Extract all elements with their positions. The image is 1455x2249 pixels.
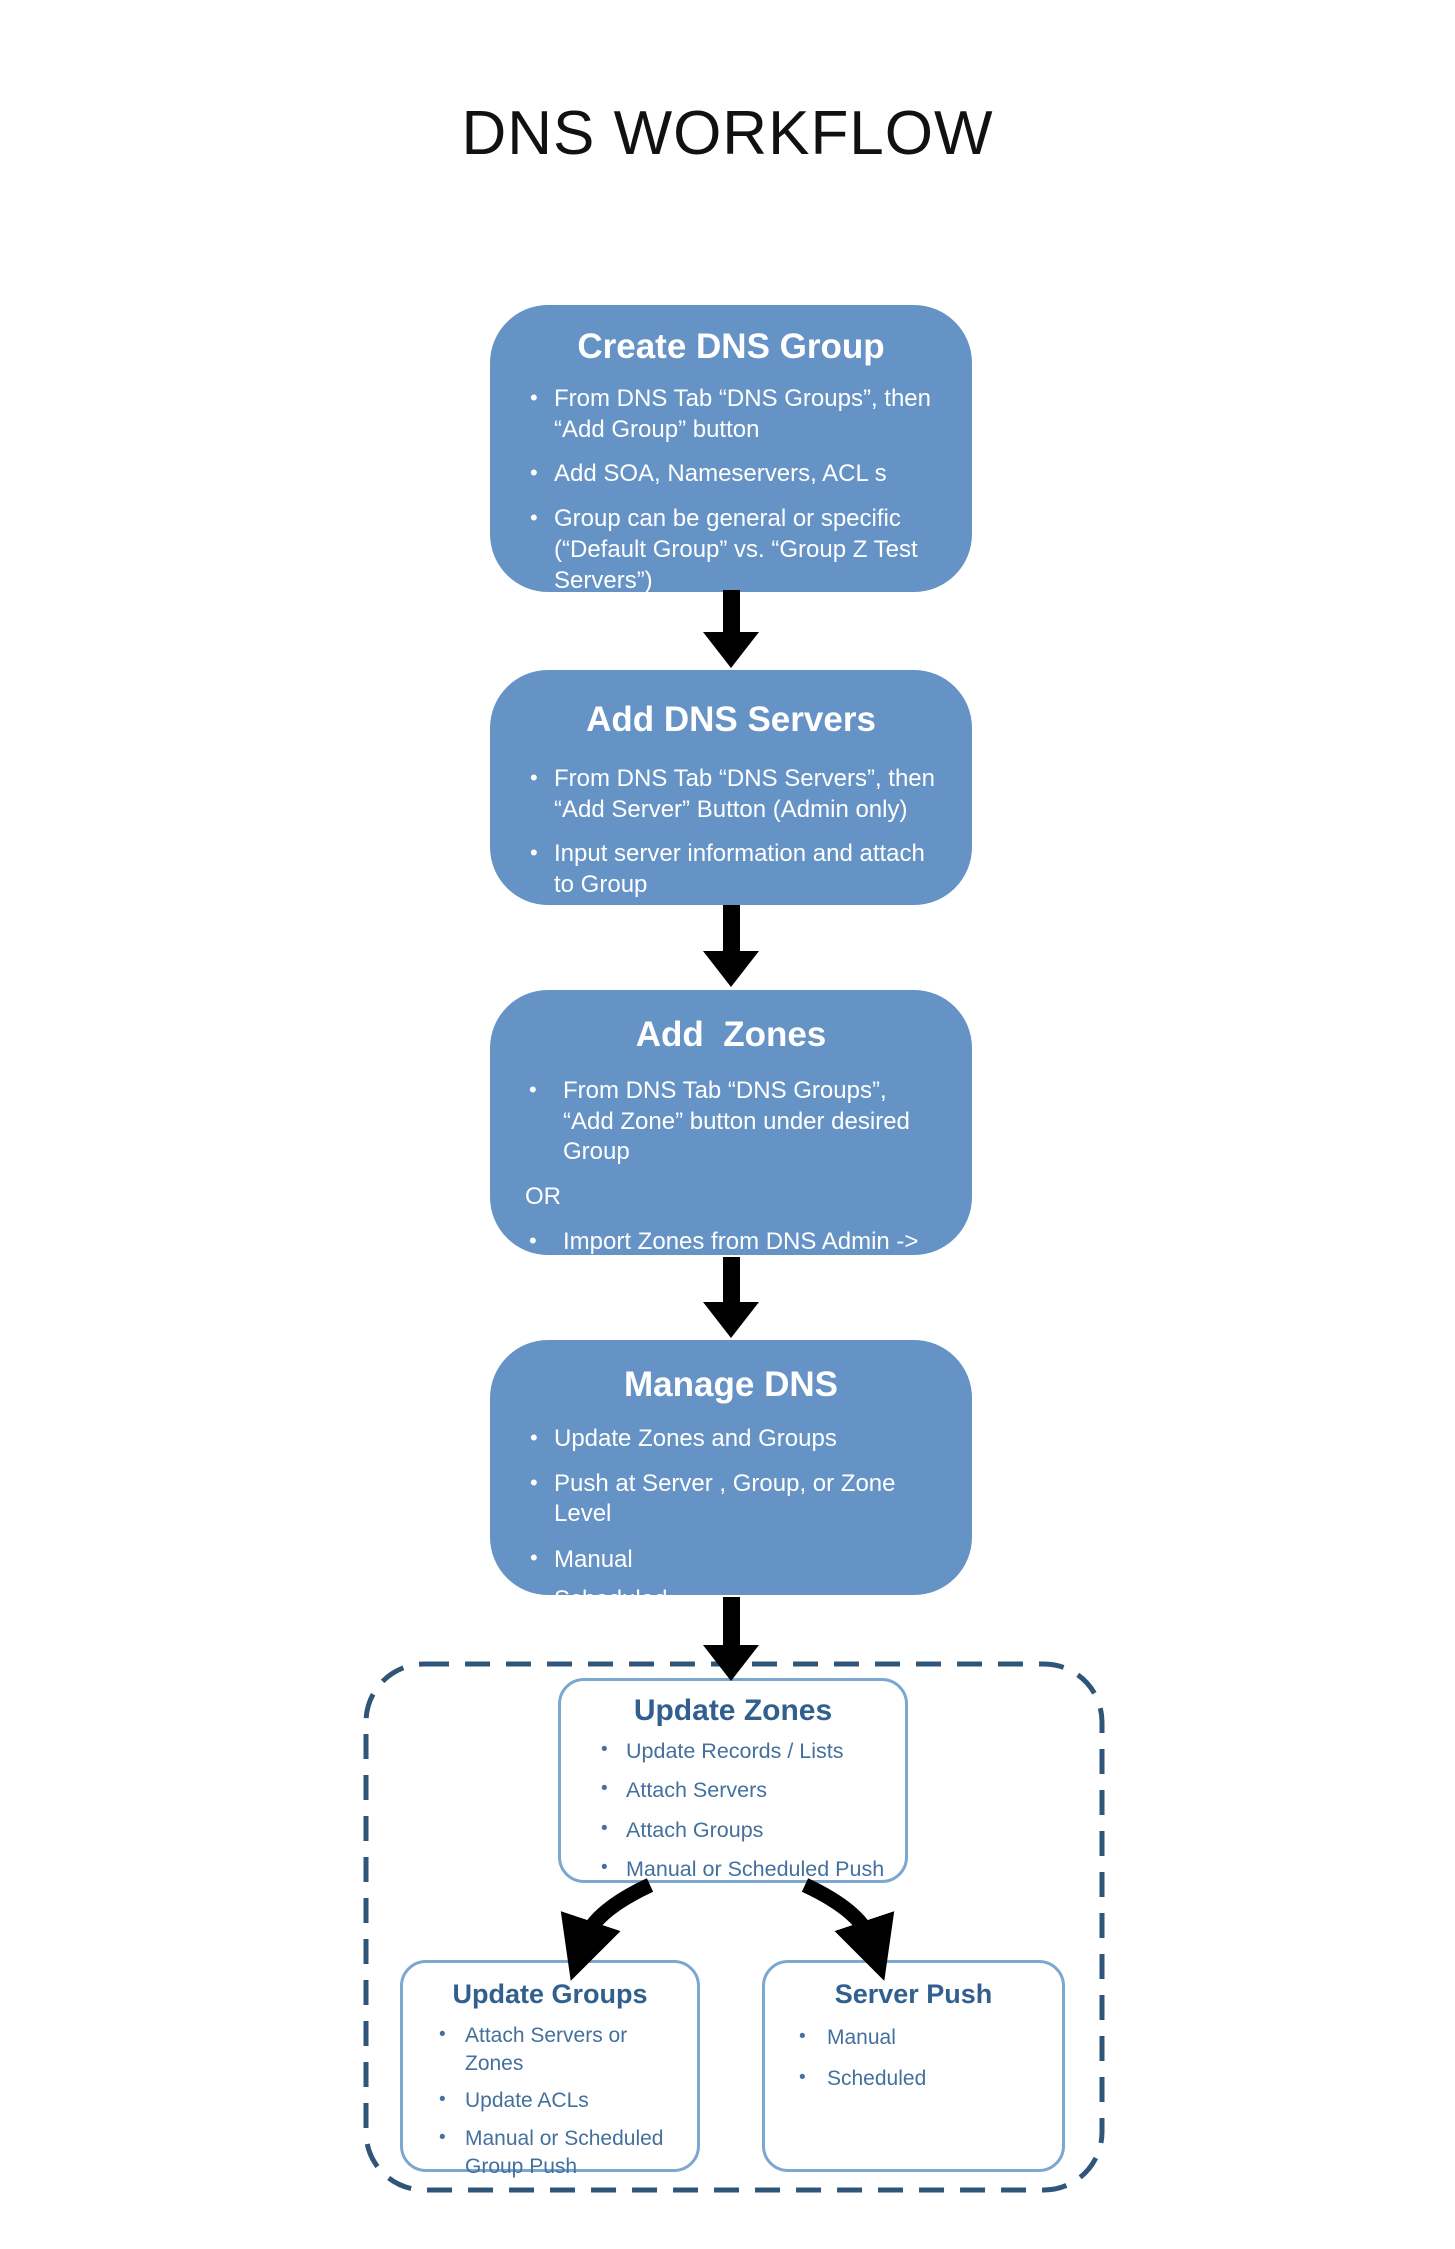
bullet-item: From DNS Tab “DNS Groups”, “Add Zone” bu… (525, 1076, 942, 1168)
bullet-item: Manual (799, 2024, 1050, 2052)
detail-title: Server Push (834, 1979, 993, 2009)
arrow-head (703, 951, 759, 987)
bullet-item: Attach Groups (601, 1816, 887, 1844)
detail-box-update-groups: Update Groups Attach Servers or Zones Up… (400, 1960, 700, 2178)
bullet-item: Manual or Scheduled Push (601, 1855, 887, 1883)
bullet-item: Update Zones and Groups (528, 1424, 942, 1455)
bullet-item: Attach Servers or Zones (439, 2022, 685, 2077)
detail-bullet-list: Update Records / Lists Attach Servers At… (561, 1737, 905, 1884)
detail-bullet-list: Attach Servers or Zones Update ACLs Manu… (403, 2022, 697, 2181)
step-bullet-list: Update Zones and Groups Push at Server ,… (490, 1424, 972, 1530)
sub-bullet-item: Manual (528, 1544, 942, 1575)
step-sub-bullet-list: Manual Scheduled (490, 1544, 972, 1615)
dashed-group-border (363, 1661, 1105, 2193)
bullet-item: Update ACLs (439, 2087, 685, 2115)
bullet-item: Group can be general or specific (“Defau… (528, 504, 942, 596)
step-title: Create DNS Group (577, 327, 885, 366)
arrow-shaft (722, 1597, 740, 1645)
detail-title: Update Groups (452, 1979, 648, 2009)
step-title: Add DNS Servers (586, 700, 876, 739)
arrow-shaft (722, 905, 740, 951)
step-bullet-list: From DNS Tab “DNS Groups”, then “Add Gro… (490, 384, 972, 596)
step-bullet-list: From DNS Tab “DNS Servers”, then “Add Se… (490, 764, 972, 901)
arrow-head (703, 1645, 759, 1681)
arrow-down-icon (703, 905, 759, 987)
arrow-shaft (722, 1257, 740, 1302)
step-title: Manage DNS (624, 1365, 838, 1404)
or-label: OR (525, 1183, 561, 1211)
arrow-head (703, 1302, 759, 1338)
detail-box-server-push: Server Push Manual Scheduled (762, 1960, 1065, 2172)
bullet-item: Push at Server , Group, or Zone Level (528, 1469, 942, 1530)
detail-title: Update Zones (633, 1694, 833, 1727)
bullet-item: Import Zones from DNS Admin -> Data Impo… (525, 1227, 942, 1288)
curved-arrow-right-icon (801, 1878, 895, 1981)
arrow-down-icon (703, 1257, 759, 1338)
bullet-item: From DNS Tab “DNS Groups”, then “Add Gro… (528, 384, 942, 445)
step-bullet-list: From DNS Tab “DNS Groups”, “Add Zone” bu… (490, 1076, 972, 1288)
arrow-down-icon (703, 1597, 759, 1681)
dashed-zone-graphics (363, 1661, 1105, 2193)
flow-step-create-dns-group: Create DNS Group From DNS Tab “DNS Group… (490, 305, 972, 594)
arrow-shaft (722, 590, 740, 632)
bullet-item: Input server information and attach to G… (528, 839, 942, 900)
flow-step-add-zones: Add Zones From DNS Tab “DNS Groups”, “Ad… (490, 990, 972, 1286)
step-title: Add Zones (635, 1015, 827, 1054)
bullet-item: Scheduled (799, 2065, 1050, 2093)
bullet-item: Update Records / Lists (601, 1737, 887, 1765)
sub-bullet-item: Scheduled (528, 1584, 942, 1615)
page-title: DNS WORKFLOW (461, 99, 994, 168)
detail-bullet-list: Manual Scheduled (765, 2024, 1062, 2092)
bullet-item: Attach Servers (601, 1776, 887, 1804)
bullet-item: Add SOA, Nameservers, ACL s (528, 459, 942, 490)
curved-arrow-left-icon (560, 1878, 654, 1981)
bullet-item: From DNS Tab “DNS Servers”, then “Add Se… (528, 764, 942, 825)
bullet-item: Manual or Scheduled Group Push (439, 2125, 685, 2180)
flow-step-manage-dns: Manage DNS Update Zones and Groups Push … (490, 1340, 972, 1613)
arrow-head (703, 632, 759, 668)
arrow-down-icon (703, 590, 759, 668)
flow-step-add-dns-servers: Add DNS Servers From DNS Tab “DNS Server… (490, 670, 972, 905)
detail-box-update-zones: Update Zones Update Records / Lists Atta… (558, 1678, 908, 1883)
